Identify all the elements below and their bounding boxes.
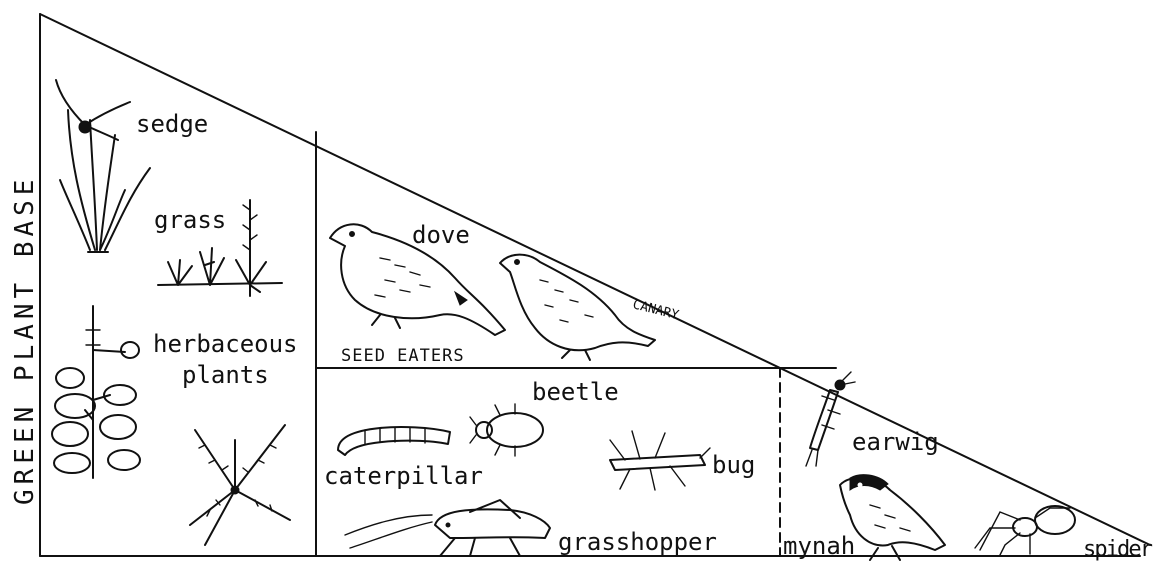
sedge-drawing — [56, 80, 150, 252]
seed-eaters-label: SEED EATERS — [341, 346, 465, 366]
caterpillar-drawing — [338, 427, 450, 455]
canary-label: CANARY — [631, 297, 680, 323]
bug-label: bug — [712, 451, 755, 479]
beetle-label: beetle — [532, 378, 619, 406]
earwig-label: earwig — [852, 428, 939, 456]
beetle-drawing — [470, 404, 543, 456]
grasshopper-drawing — [345, 500, 550, 556]
herbaceous-plant-drawing — [52, 306, 140, 478]
sedge-label: sedge — [136, 110, 208, 138]
spider-drawing — [975, 506, 1075, 555]
mynah-drawing — [840, 475, 945, 560]
grass-label: grass — [154, 206, 226, 234]
weed-drawing — [190, 425, 290, 545]
mynah-label: mynah — [783, 532, 855, 560]
dove-label: dove — [412, 221, 470, 249]
spider-label: spider — [1083, 537, 1153, 562]
caterpillar-label: caterpillar — [324, 462, 483, 490]
herbaceous-label-line1: herbaceous — [153, 330, 298, 358]
green-plant-base-label: GREEN PLANT BASE — [10, 175, 40, 505]
herbaceous-label-line2: plants — [182, 361, 269, 389]
bug-drawing — [610, 431, 710, 490]
grasshopper-label: grasshopper — [558, 528, 717, 556]
earwig-drawing — [806, 372, 855, 466]
